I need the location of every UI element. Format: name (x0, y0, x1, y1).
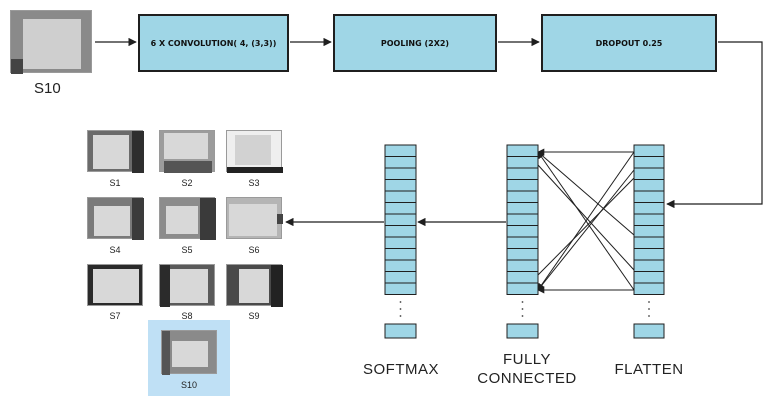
dense-connections (537, 148, 635, 294)
neuron-cell (633, 213, 665, 226)
neuron-cell (633, 179, 665, 192)
neuron-cell (506, 282, 539, 295)
neuron-cell (384, 179, 417, 192)
ellipsis-dot (521, 308, 524, 310)
ellipsis-dot (399, 315, 402, 317)
neuron-cell (506, 236, 539, 249)
neuron-cell (633, 144, 665, 157)
softmax-label: SOFTMAX (362, 361, 439, 378)
output-image-s10 (161, 330, 217, 375)
convolution-block: 6 X CONVOLUTION( 4, (3,3)) (138, 14, 289, 72)
output-label-s8: S8 (181, 311, 193, 321)
ellipsis-dot (521, 315, 524, 317)
neuron-cell (384, 144, 417, 157)
neuron-cell (633, 282, 665, 295)
flatten-layer-column (633, 144, 665, 339)
neuron-cell (633, 190, 665, 203)
neuron-cell (633, 236, 665, 249)
dropout-block: DROPOUT 0.25 (541, 14, 717, 72)
ellipsis-dot (648, 301, 650, 303)
output-label-s3: S3 (248, 178, 260, 188)
output-label-s9: S9 (248, 311, 260, 321)
neuron-cell (506, 213, 539, 226)
output-image-s5 (159, 197, 216, 240)
output-image-s7 (87, 264, 143, 306)
output-image-s9 (226, 264, 283, 307)
neuron-cell (506, 144, 539, 157)
neuron-cell (633, 202, 665, 215)
neuron-cell (506, 156, 539, 169)
neuron-cell (506, 225, 539, 238)
ellipsis-dot (399, 308, 402, 310)
output-image-s8 (159, 264, 215, 307)
neuron-cell (506, 271, 539, 284)
ellipsis-dot (521, 301, 524, 303)
neuron-cell (384, 167, 417, 180)
output-label-s6: S6 (248, 245, 260, 255)
neuron-cell (384, 282, 417, 295)
output-label-s4: S4 (109, 245, 121, 255)
neuron-cell (633, 259, 665, 272)
input-image-s10 (10, 10, 92, 74)
neuron-cell (633, 167, 665, 180)
output-label-s1: S1 (109, 178, 121, 188)
neuron-cell (384, 156, 417, 169)
fully-connected-layer-column (506, 144, 539, 339)
neuron-cell (384, 271, 417, 284)
convolution-block-label: 6 X CONVOLUTION( 4, (3,3)) (150, 38, 277, 48)
ellipsis-dot (648, 308, 650, 310)
output-label-s10: S10 (180, 380, 197, 390)
neuron-cell-last (506, 323, 539, 339)
neuron-cell (506, 167, 539, 180)
neuron-cell (384, 190, 417, 203)
output-image-s1 (87, 130, 144, 173)
output-image-s6 (226, 197, 283, 239)
neuron-cell (633, 225, 665, 238)
ellipsis-dot (399, 301, 402, 303)
output-image-s2 (159, 130, 215, 173)
input-image-label: S10 (34, 80, 61, 97)
output-label-s2: S2 (181, 178, 193, 188)
neuron-cell (384, 202, 417, 215)
neuron-cell (506, 190, 539, 203)
neuron-cell (633, 248, 665, 261)
neuron-cell (506, 202, 539, 215)
neuron-cell-last (633, 323, 665, 339)
pooling-block: POOLING (2X2) (333, 14, 497, 72)
neuron-cell (384, 248, 417, 261)
flatten-label: FLATTEN (614, 361, 684, 378)
output-image-s3 (226, 130, 283, 173)
neuron-cell-last (384, 323, 417, 339)
output-label-s5: S5 (181, 245, 193, 255)
neuron-cell (384, 259, 417, 272)
output-image-s4 (87, 197, 144, 240)
ellipsis-dot (648, 315, 650, 317)
neuron-cell (384, 213, 417, 226)
softmax-layer-column (384, 144, 417, 339)
neuron-cell (384, 236, 417, 249)
neuron-cell (506, 259, 539, 272)
arrow-dropout-to-flatten (666, 41, 763, 209)
neuron-cell (633, 156, 665, 169)
neuron-cell (506, 248, 539, 261)
dropout-block-label: DROPOUT 0.25 (595, 38, 663, 48)
pooling-block-label: POOLING (2X2) (380, 38, 450, 48)
neuron-cell (506, 179, 539, 192)
neuron-cell (633, 271, 665, 284)
neuron-cell (384, 225, 417, 238)
output-label-s7: S7 (109, 311, 121, 321)
